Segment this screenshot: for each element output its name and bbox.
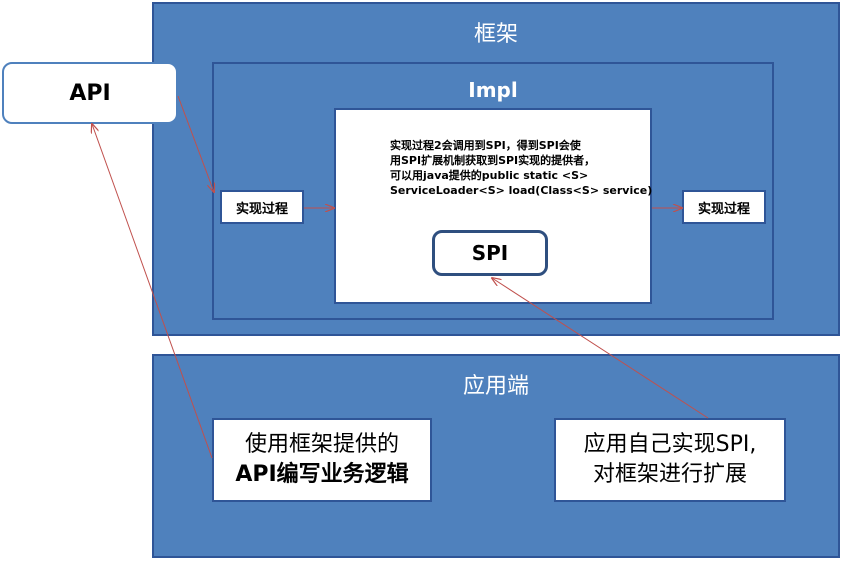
impl-description-line: ServiceLoader<S> load(Class<S> service) xyxy=(390,184,653,197)
impl-title: Impl xyxy=(468,78,518,102)
impl-description-line: 用SPI扩展机制获取到SPI实现的提供者， xyxy=(390,154,596,167)
impl-description: 实现过程2会调用到SPI，得到SPI会使 用SPI扩展机制获取到SPI实现的提供… xyxy=(390,138,660,198)
impl-description-line: 可以用java提供的public static <S> xyxy=(390,169,589,182)
api-box: API xyxy=(2,62,178,124)
impl-description-line: 实现过程2会调用到SPI，得到SPI会使 xyxy=(390,139,581,152)
process-box-right: 实现过程 xyxy=(682,190,766,224)
process-left-label: 实现过程 xyxy=(235,201,288,217)
app-box-spi-extension-line: 应用自己实现SPI, xyxy=(583,432,757,457)
process-right-label: 实现过程 xyxy=(697,201,750,217)
app-box-spi-extension-line: 对框架进行扩展 xyxy=(592,462,747,487)
app-box-spi-extension: 应用自己实现SPI, 对框架进行扩展 xyxy=(554,418,786,502)
process-box-left: 实现过程 xyxy=(220,190,304,224)
framework-title: 框架 xyxy=(473,22,518,47)
app-box-business-logic-line: API编写业务逻辑 xyxy=(235,462,409,487)
api-label: API xyxy=(69,80,111,106)
app-box-business-logic: 使用框架提供的 API编写业务逻辑 xyxy=(212,418,432,502)
spi-label: SPI xyxy=(471,241,509,265)
app-box-business-logic-line: 使用框架提供的 xyxy=(244,432,399,457)
spi-box: SPI xyxy=(432,230,548,276)
application-title: 应用端 xyxy=(462,374,529,399)
